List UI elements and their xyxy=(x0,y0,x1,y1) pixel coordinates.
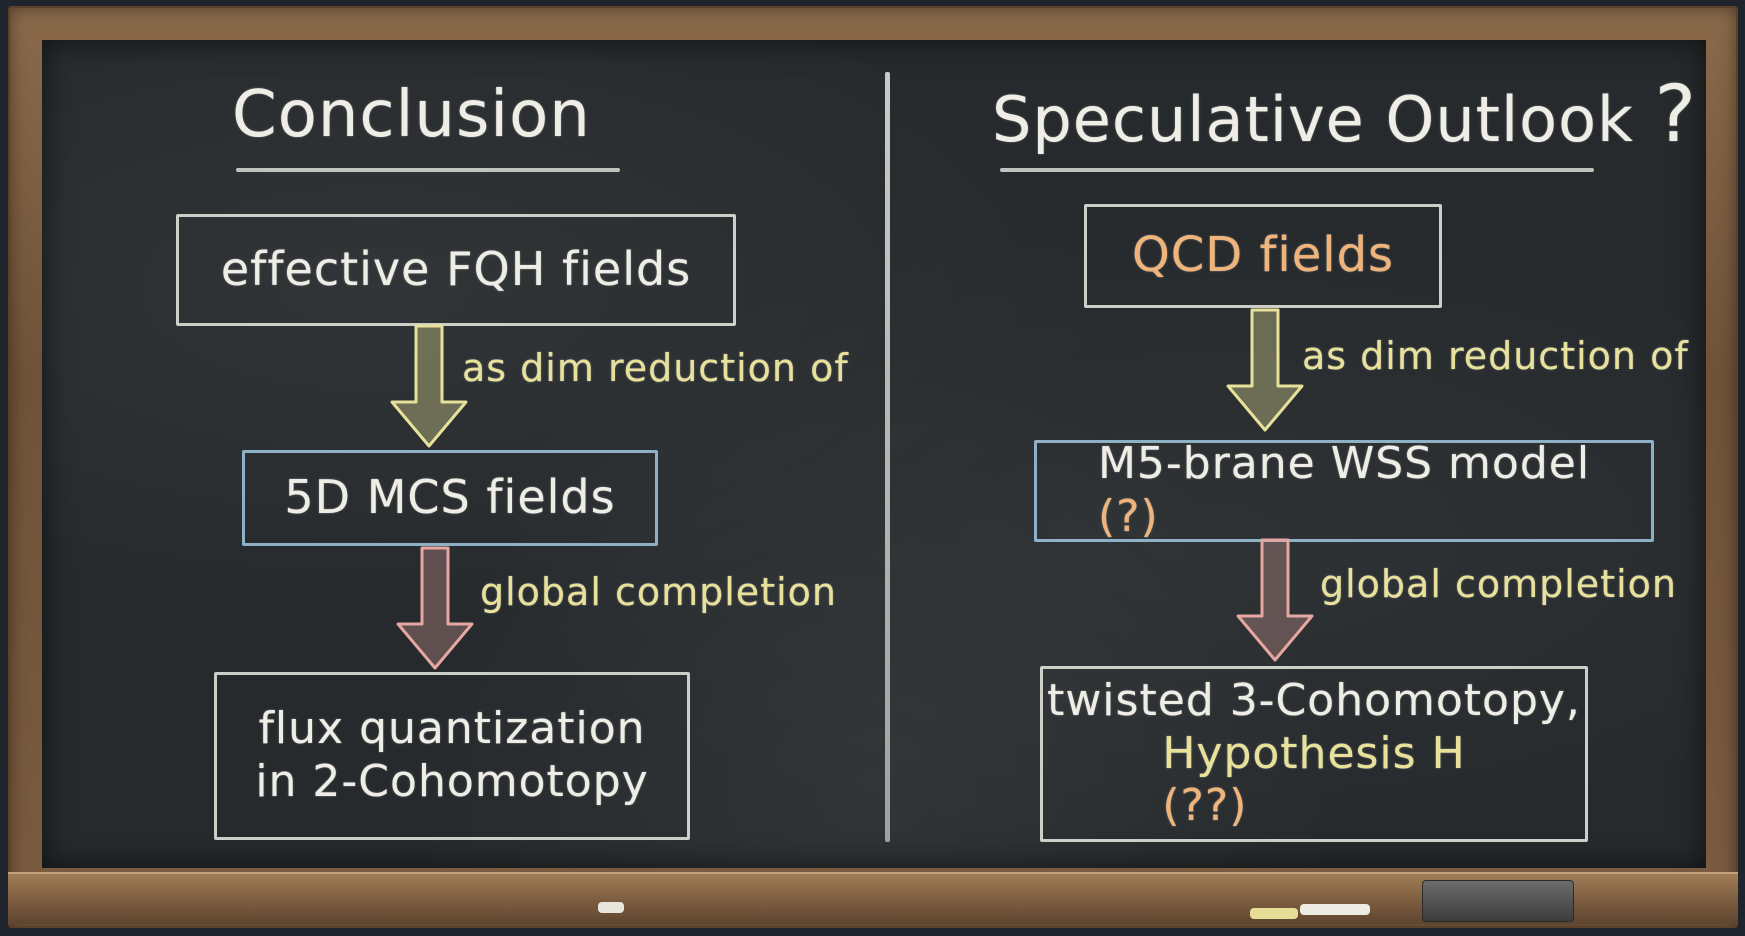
right-title: Speculative Outlook ? xyxy=(992,70,1697,160)
left-arrow2-label: global completion xyxy=(480,570,837,614)
right-arrow-down-yellow xyxy=(1226,308,1304,432)
chalk-piece-yellow xyxy=(1250,908,1298,919)
left-box-mcs: 5D MCS fields xyxy=(242,450,658,546)
left-arrow1-label: as dim reduction of xyxy=(462,346,849,390)
left-box-mcs-label: 5D MCS fields xyxy=(284,470,616,525)
left-title: Conclusion xyxy=(232,78,591,152)
chalk-piece-white xyxy=(598,902,624,913)
left-box-fqh-label: effective FQH fields xyxy=(220,242,692,297)
chalk-piece-white-2 xyxy=(1300,904,1370,915)
right-box-cohomotopy-line1: twisted 3-Cohomotopy, xyxy=(1047,674,1581,726)
right-box-hypothesis-mark: (??) xyxy=(1162,780,1248,832)
right-box-qcd-label: QCD fields xyxy=(1131,227,1395,284)
left-box-flux-line1: flux quantization xyxy=(258,703,646,755)
left-box-fqh: effective FQH fields xyxy=(176,214,736,326)
blackboard xyxy=(42,40,1706,868)
right-title-question-mark: ? xyxy=(1654,70,1698,160)
right-box-m5-mark: (?) xyxy=(1097,491,1159,542)
left-title-underline xyxy=(236,168,620,172)
right-box-cohomotopy-line2: Hypothesis H (??) xyxy=(1162,728,1465,834)
right-box-m5-label: M5-brane WSS model xyxy=(1097,438,1591,490)
left-arrow-down-yellow xyxy=(390,324,468,448)
right-box-m5: M5-brane WSS model (?) xyxy=(1034,438,1654,544)
right-box-cohomotopy: twisted 3-Cohomotopy, Hypothesis H (??) xyxy=(1040,666,1588,842)
left-arrow-down-pink xyxy=(396,546,474,670)
right-box-hypothesis-label: Hypothesis H xyxy=(1162,727,1466,779)
left-box-flux: flux quantization in 2-Cohomotopy xyxy=(214,672,690,840)
right-arrow1-label: as dim reduction of xyxy=(1302,334,1689,378)
left-box-flux-line2: in 2-Cohomotopy xyxy=(255,756,649,807)
right-arrow2-label: global completion xyxy=(1320,562,1677,606)
center-divider-line xyxy=(885,72,890,842)
right-box-m5-line: M5-brane WSS model (?) xyxy=(1098,438,1590,544)
right-arrow-down-pink xyxy=(1236,538,1314,662)
right-title-text: Speculative Outlook xyxy=(992,83,1634,156)
right-title-underline xyxy=(1000,168,1594,172)
board-eraser xyxy=(1422,880,1574,922)
right-box-qcd: QCD fields xyxy=(1084,204,1442,308)
